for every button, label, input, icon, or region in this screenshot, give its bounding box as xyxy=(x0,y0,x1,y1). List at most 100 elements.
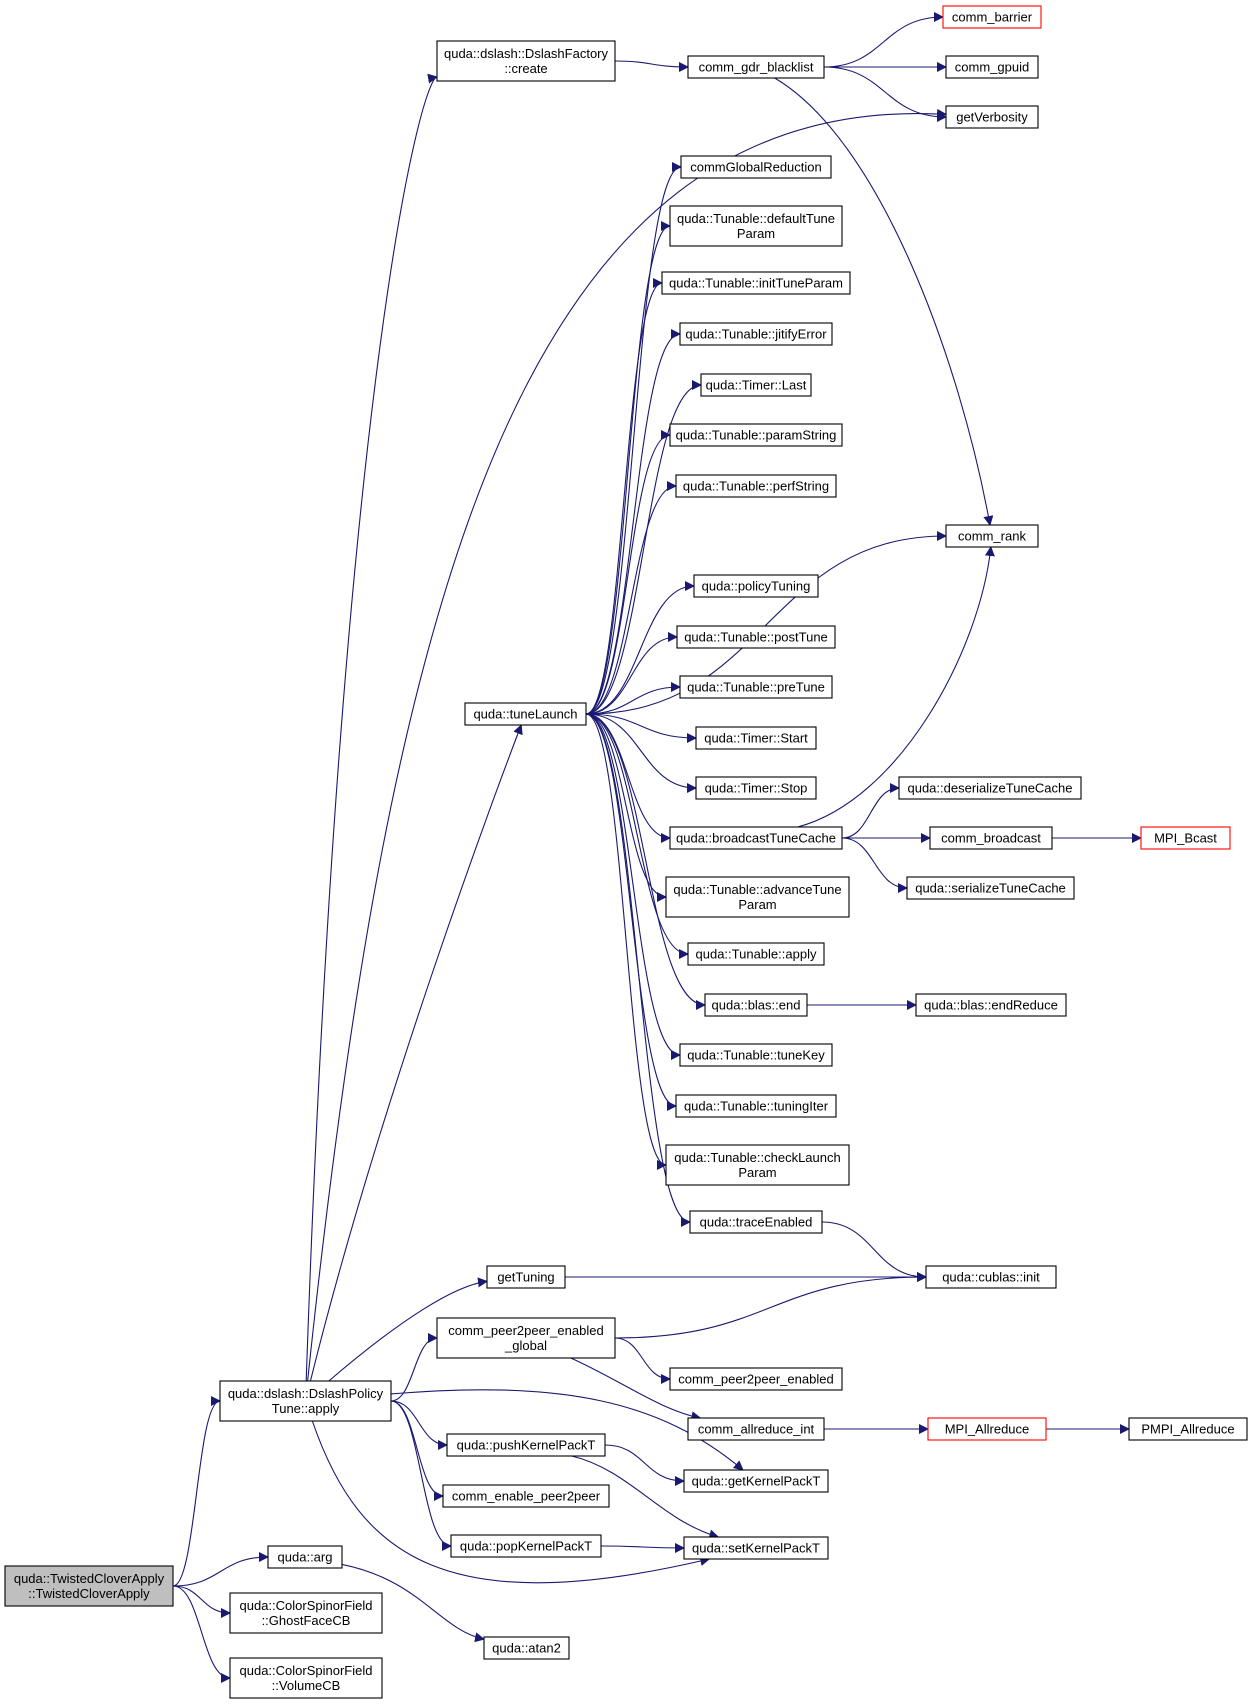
node-label: comm_peer2peer_enabled xyxy=(678,1372,833,1387)
node-traceEnabled[interactable]: quda::traceEnabled xyxy=(689,1210,823,1234)
node-commRank[interactable]: comm_rank xyxy=(945,524,1039,548)
node-box xyxy=(942,5,1042,29)
node-postTune[interactable]: quda::Tunable::postTune xyxy=(676,625,836,649)
node-p2pGlobal[interactable]: comm_peer2peer_enabled_global xyxy=(436,1317,616,1359)
node-label: quda::policyTuning xyxy=(702,579,811,594)
node-policyTuning[interactable]: quda::policyTuning xyxy=(693,574,819,598)
call-edge-policyTune-to-setKernelPackT xyxy=(311,1420,711,1584)
node-blasEnd[interactable]: quda::blas::end xyxy=(704,993,808,1017)
node-label: getTuning xyxy=(497,1270,554,1285)
node-label: ::GhostFaceCB xyxy=(262,1613,351,1628)
call-edge-policyTune-to-enableP2p xyxy=(390,1400,444,1501)
node-box xyxy=(945,105,1039,129)
node-gdrBlacklist[interactable]: comm_gdr_blacklist xyxy=(687,55,825,79)
node-getTuning[interactable]: getTuning xyxy=(486,1265,566,1289)
node-box xyxy=(687,942,825,966)
node-factoryCreate[interactable]: quda::dslash::DslashFactory::create xyxy=(436,40,616,82)
node-box xyxy=(450,1534,602,1558)
node-volumeCB[interactable]: quda::ColorSpinorField::VolumeCB xyxy=(229,1657,383,1699)
call-edge-popKernelPackT-to-setKernelPackT xyxy=(600,1542,685,1553)
node-pmpiAllreduce[interactable]: PMPI_Allreduce xyxy=(1128,1417,1248,1441)
node-popKernelPackT[interactable]: quda::popKernelPackT xyxy=(450,1534,602,1558)
node-deserializeTuneCache[interactable]: quda::deserializeTuneCache xyxy=(898,776,1082,800)
node-label: quda::Tunable::perfString xyxy=(683,479,829,494)
node-box xyxy=(219,1380,392,1422)
node-box xyxy=(665,1144,850,1186)
call-edge-pushKernelPackT-to-setKernelPackT xyxy=(571,1455,720,1540)
node-box xyxy=(483,1636,570,1660)
node-box xyxy=(945,55,1039,79)
node-setKernelPackT[interactable]: quda::setKernelPackT xyxy=(683,1536,829,1560)
node-serializeTuneCache[interactable]: quda::serializeTuneCache xyxy=(906,876,1075,900)
call-edge-tuneLaunch-to-commGlobalReduction xyxy=(585,162,682,715)
call-edge-policyTune-to-pushKernelPackT xyxy=(390,1400,448,1450)
node-tunableApply[interactable]: quda::Tunable::apply xyxy=(687,942,825,966)
node-commBarrier[interactable]: comm_barrier xyxy=(942,5,1042,29)
node-label: quda::setKernelPackT xyxy=(692,1541,820,1556)
node-initTuneParam[interactable]: quda::Tunable::initTuneParam xyxy=(661,271,851,295)
node-perfString[interactable]: quda::Tunable::perfString xyxy=(675,474,837,498)
node-box xyxy=(687,1417,825,1441)
node-mpiAllreduce[interactable]: MPI_Allreduce xyxy=(927,1417,1047,1441)
call-edge-root-to-volumeCB xyxy=(172,1585,231,1683)
node-jitifyError[interactable]: quda::Tunable::jitifyError xyxy=(679,322,833,346)
node-getKernelPackT[interactable]: quda::getKernelPackT xyxy=(683,1469,829,1493)
node-tuneKey[interactable]: quda::Tunable::tuneKey xyxy=(679,1043,833,1067)
node-preTune[interactable]: quda::Tunable::preTune xyxy=(679,675,833,699)
node-pushKernelPackT[interactable]: quda::pushKernelPackT xyxy=(446,1433,606,1457)
node-root[interactable]: quda::TwistedCloverApply::TwistedCloverA… xyxy=(4,1565,174,1607)
node-paramString[interactable]: quda::Tunable::paramString xyxy=(669,423,843,447)
node-broadcastTuneCache[interactable]: quda::broadcastTuneCache xyxy=(669,826,843,850)
node-box xyxy=(229,1592,383,1634)
node-box xyxy=(486,1265,566,1289)
call-edge-tuneLaunch-to-initTuneParam xyxy=(585,278,663,715)
call-edge-policyTune-to-getTuning xyxy=(328,1277,488,1382)
node-cublasInit[interactable]: quda::cublas::init xyxy=(925,1265,1057,1289)
node-label: quda::getKernelPackT xyxy=(692,1474,821,1489)
node-getVerbosity[interactable]: getVerbosity xyxy=(945,105,1039,129)
node-arg[interactable]: quda::arg xyxy=(267,1545,343,1569)
node-timerLast[interactable]: quda::Timer::Last xyxy=(700,373,812,397)
node-ghostFaceCB[interactable]: quda::ColorSpinorField::GhostFaceCB xyxy=(229,1592,383,1634)
node-commGlobalReduction[interactable]: commGlobalReduction xyxy=(680,155,832,179)
node-timerStart[interactable]: quda::Timer::Start xyxy=(695,726,817,750)
call-edge-broadcastTuneCache-to-deserializeTuneCache xyxy=(841,783,900,839)
node-box xyxy=(669,826,843,850)
node-box xyxy=(679,322,833,346)
call-edge-policyTune-to-tuneLaunch xyxy=(309,724,523,1382)
node-tuneLaunch[interactable]: quda::tuneLaunch xyxy=(464,702,587,726)
node-mpiBcast[interactable]: MPI_Bcast xyxy=(1140,826,1231,850)
node-commGpuid[interactable]: comm_gpuid xyxy=(945,55,1039,79)
node-box xyxy=(679,1043,833,1067)
node-label: quda::Tunable::jitifyError xyxy=(685,327,827,342)
node-box xyxy=(695,776,817,800)
call-edge-gdrBlacklist-to-getVerbosity xyxy=(823,66,947,122)
node-blasEndReduce[interactable]: quda::blas::endReduce xyxy=(915,993,1067,1017)
node-label: quda::dslash::DslashPolicy xyxy=(228,1386,384,1401)
node-label: quda::ColorSpinorField xyxy=(240,1663,373,1678)
call-edge-tuneLaunch-to-preTune xyxy=(585,682,681,715)
call-edge-tuneLaunch-to-timerLast xyxy=(585,380,702,715)
node-enableP2p[interactable]: comm_enable_peer2peer xyxy=(442,1484,610,1508)
node-box xyxy=(683,1536,829,1560)
call-edge-tuneLaunch-to-blasEnd xyxy=(585,713,706,1010)
node-label: quda::blas::end xyxy=(712,998,801,1013)
call-edges xyxy=(172,12,1142,1683)
node-label: quda::Timer::Stop xyxy=(705,781,808,796)
node-label: comm_gdr_blacklist xyxy=(699,60,814,75)
call-edge-pushKernelPackT-to-getKernelPackT xyxy=(604,1444,685,1486)
node-box xyxy=(679,675,833,699)
node-label: ::VolumeCB xyxy=(272,1678,341,1693)
node-box xyxy=(676,625,836,649)
node-p2pEnabled[interactable]: comm_peer2peer_enabled xyxy=(669,1367,843,1391)
node-timerStop[interactable]: quda::Timer::Stop xyxy=(695,776,817,800)
node-allreduceInt[interactable]: comm_allreduce_int xyxy=(687,1417,825,1441)
node-atan2[interactable]: quda::atan2 xyxy=(483,1636,570,1660)
call-edge-p2pGlobal-to-p2pEnabled xyxy=(614,1337,671,1384)
node-tuningIter[interactable]: quda::Tunable::tuningIter xyxy=(675,1094,837,1118)
node-commBroadcast[interactable]: comm_broadcast xyxy=(929,826,1053,850)
